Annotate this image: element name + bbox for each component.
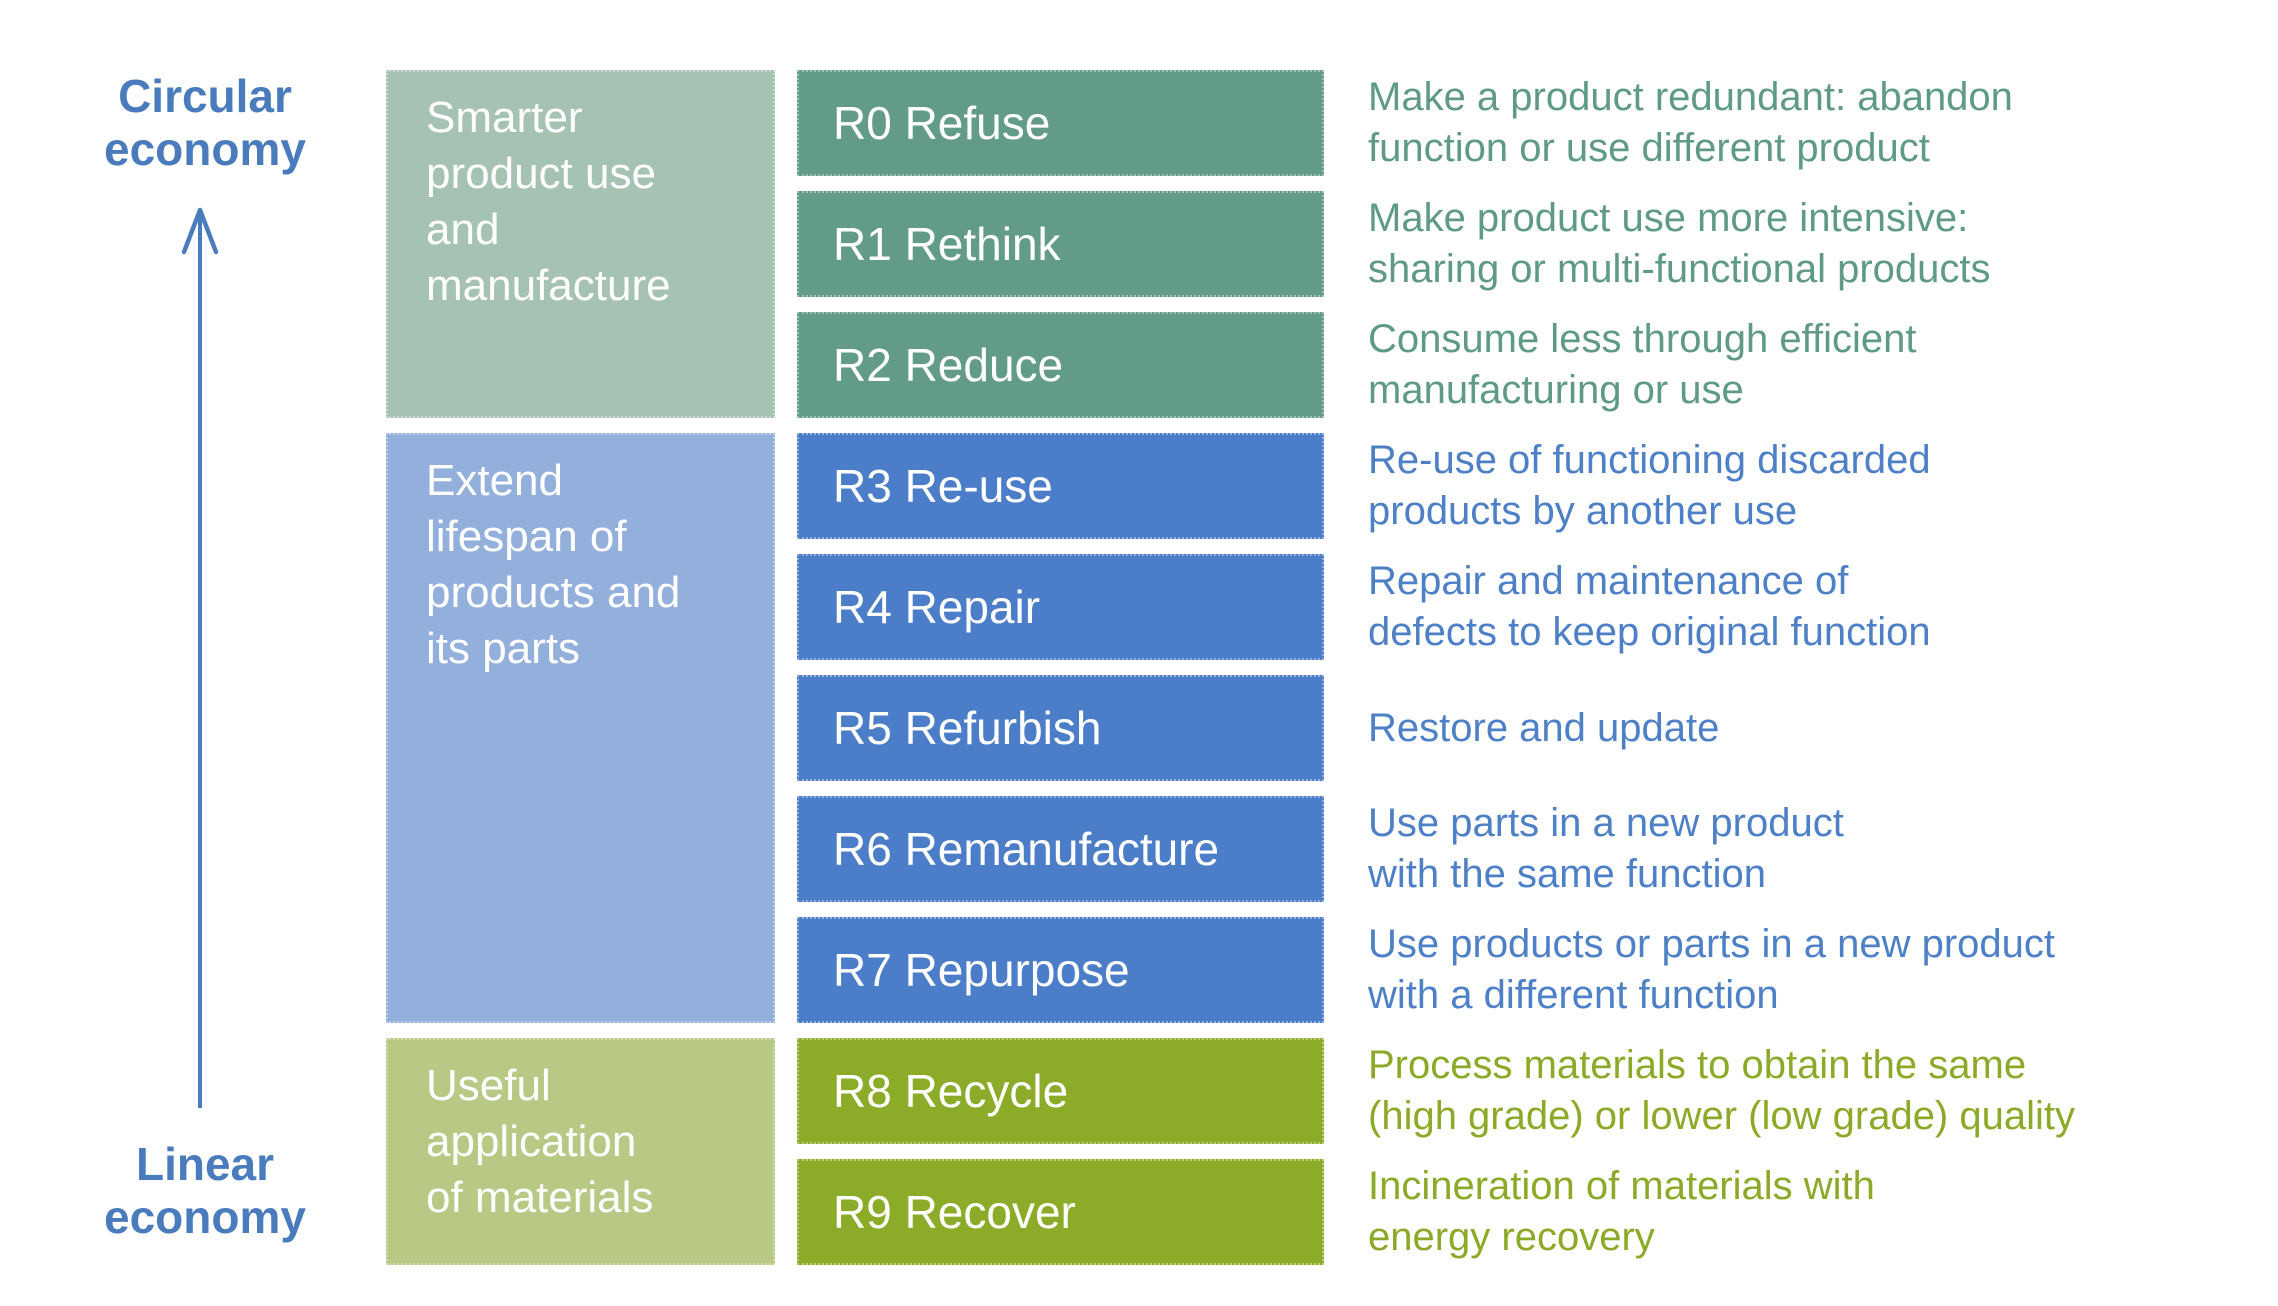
step-description-r4: Repair and maintenance of defects to kee… bbox=[1368, 559, 1931, 654]
step-box-r9-recover: R9 Recover bbox=[797, 1159, 1324, 1265]
step-description-r2: Consume less through efficient manufactu… bbox=[1368, 317, 1917, 412]
step-description-r3: Re-use of functioning discarded products… bbox=[1368, 438, 1931, 533]
linear-economy-label: Linear economy bbox=[104, 1138, 306, 1243]
step-box-r0-refuse: R0 Refuse bbox=[797, 70, 1324, 176]
step-description-r0: Make a product redundant: abandon functi… bbox=[1368, 75, 2013, 170]
category-box-extend-lifespan: Extend lifespan of products and its part… bbox=[386, 433, 775, 1023]
step-description-r8: Process materials to obtain the same (hi… bbox=[1368, 1043, 2075, 1138]
up-arrow-icon bbox=[181, 207, 219, 1108]
step-description-r5: Restore and update bbox=[1368, 705, 1720, 750]
step-box-r4-repair: R4 Repair bbox=[797, 554, 1324, 660]
step-description-r9: Incineration of materials with energy re… bbox=[1368, 1164, 1875, 1259]
step-box-r6-remanufacture: R6 Remanufacture bbox=[797, 796, 1324, 902]
category-box-smarter-product-use: Smarter product use and manufacture bbox=[386, 70, 775, 418]
step-box-r2-reduce: R2 Reduce bbox=[797, 312, 1324, 418]
step-description-r6: Use parts in a new product with the same… bbox=[1368, 801, 1844, 896]
step-box-r7-repurpose: R7 Repurpose bbox=[797, 917, 1324, 1023]
step-box-r1-rethink: R1 Rethink bbox=[797, 191, 1324, 297]
step-box-r5-refurbish: R5 Refurbish bbox=[797, 675, 1324, 781]
circular-economy-label: Circular economy bbox=[104, 70, 306, 175]
step-box-r8-recycle: R8 Recycle bbox=[797, 1038, 1324, 1144]
step-box-r3-re-use: R3 Re-use bbox=[797, 433, 1324, 539]
category-box-useful-application: Useful application of materials bbox=[386, 1038, 775, 1265]
step-description-r1: Make product use more intensive: sharing… bbox=[1368, 196, 1991, 291]
step-description-r7: Use products or parts in a new product w… bbox=[1368, 922, 2056, 1017]
